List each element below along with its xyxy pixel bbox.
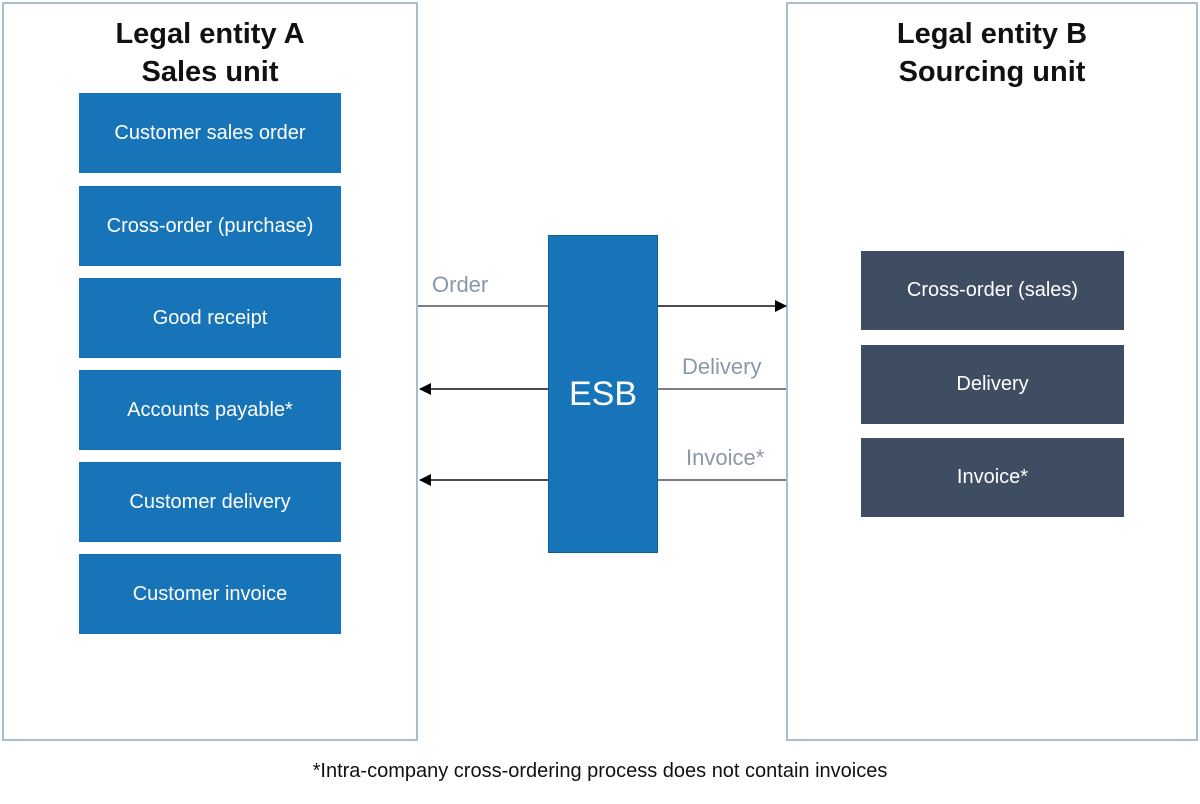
process-box-cross-order-purchase: Cross-order (purchase) xyxy=(79,186,341,266)
process-box-label: Accounts payable* xyxy=(127,398,293,421)
esb-block: ESB xyxy=(548,235,658,553)
entity-a-subtitle: Sales unit xyxy=(141,56,279,88)
process-box-accounts-payable: Accounts payable* xyxy=(79,370,341,450)
process-box-label: Customer invoice xyxy=(132,582,288,605)
entity-a-title: Legal entity A xyxy=(115,18,305,50)
process-box-label: Good receipt xyxy=(152,306,268,329)
process-box-good-receipt: Good receipt xyxy=(79,278,341,358)
process-box-customer-sales-order: Customer sales order xyxy=(79,93,341,173)
entity-b-title: Legal entity B xyxy=(896,18,1088,50)
process-box-delivery: Delivery xyxy=(861,345,1124,424)
esb-label: ESB xyxy=(568,374,638,413)
process-box-customer-delivery: Customer delivery xyxy=(79,462,341,542)
flow-label-invoice: Invoice* xyxy=(686,445,765,470)
flow-label-order: Order xyxy=(432,272,489,297)
process-box-label: Customer sales order xyxy=(114,121,306,144)
footnote: *Intra-company cross-ordering process do… xyxy=(312,760,888,782)
process-box-customer-invoice: Customer invoice xyxy=(79,554,341,634)
process-box-label: Cross-order (sales) xyxy=(906,279,1079,301)
process-box-label: Delivery xyxy=(956,373,1029,395)
process-box-label: Cross-order (purchase) xyxy=(106,214,314,237)
flow-label-delivery: Delivery xyxy=(682,354,762,379)
process-box-invoice: Invoice* xyxy=(861,438,1124,517)
process-box-label: Invoice* xyxy=(956,466,1029,488)
process-box-cross-order-sales: Cross-order (sales) xyxy=(861,251,1124,330)
entity-b-subtitle: Sourcing unit xyxy=(898,56,1086,88)
process-box-label: Customer delivery xyxy=(129,490,291,513)
